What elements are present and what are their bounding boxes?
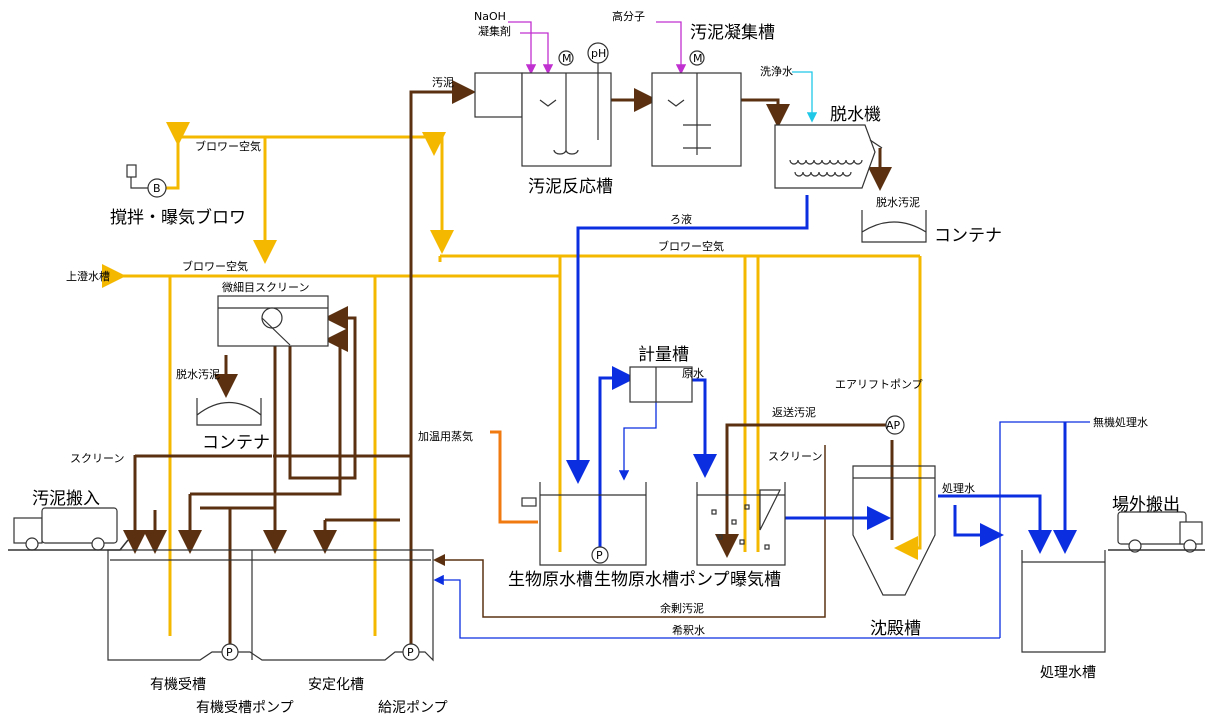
label-fine-screen: 微細目スクリーン bbox=[222, 280, 309, 294]
label-raw-water: 原水 bbox=[682, 367, 704, 380]
label-aeration-tank: 曝気槽 bbox=[730, 570, 781, 590]
bio-raw-tank bbox=[521, 482, 647, 566]
label-offsite-delivery: 場外搬出 bbox=[1112, 495, 1180, 515]
label-dewatered-sludge-top: 脱水汚泥 bbox=[876, 195, 920, 209]
label-sludge-in: 汚泥 bbox=[432, 76, 454, 89]
label-motor-2: M bbox=[693, 52, 703, 65]
sludge-reaction-tank bbox=[474, 42, 612, 167]
steam-line bbox=[490, 430, 538, 524]
label-blower-mark: B bbox=[153, 182, 161, 195]
label-pump-bio: P bbox=[596, 549, 603, 562]
label-sludge-feed-pump: 給泥ポンプ bbox=[378, 700, 448, 716]
blower bbox=[126, 164, 167, 198]
truck-left bbox=[13, 507, 118, 551]
label-blower-air-1: ブロワー空気 bbox=[195, 139, 261, 153]
water-lines bbox=[433, 195, 1090, 639]
label-metering-tank: 計量槽 bbox=[638, 345, 689, 365]
metering-tank bbox=[629, 366, 693, 403]
label-dewatered-sludge-mid: 脱水汚泥 bbox=[176, 367, 220, 381]
aeration-tank bbox=[696, 482, 786, 566]
label-sludge-delivery-in: 汚泥搬入 bbox=[32, 489, 100, 509]
label-container-top: コンテナ bbox=[934, 226, 1002, 246]
label-excess-sludge: 余剰汚泥 bbox=[660, 601, 704, 615]
label-filtrate: ろ液 bbox=[670, 212, 692, 226]
sedimentation-tank bbox=[852, 415, 936, 596]
label-ph: pH bbox=[591, 47, 606, 60]
label-pump-feed: P bbox=[407, 646, 414, 659]
label-treated-water-tank: 処理水槽 bbox=[1040, 665, 1096, 681]
label-wash-water: 洗浄水 bbox=[760, 64, 793, 78]
label-sludge-coag-tank: 汚泥凝集槽 bbox=[690, 23, 775, 43]
dewatering-machine bbox=[774, 124, 883, 189]
container-mid-shape bbox=[196, 398, 262, 426]
label-pump-organic: P bbox=[226, 646, 233, 659]
label-bio-raw-tank: 生物原水槽 bbox=[508, 570, 593, 590]
sludge-coagulation-tank bbox=[651, 50, 742, 167]
chemical-lines bbox=[508, 21, 818, 123]
sludge-lines bbox=[123, 80, 894, 660]
label-sludge-reaction-tank: 汚泥反応槽 bbox=[528, 177, 613, 197]
label-stabilization-tank: 安定化槽 bbox=[308, 677, 364, 693]
label-treated-water: 処理水 bbox=[942, 482, 975, 495]
label-dewatering-machine: 脱水機 bbox=[830, 105, 881, 125]
label-container-mid: コンテナ bbox=[202, 433, 270, 453]
label-organic-receiving-pump: 有機受槽ポンプ bbox=[196, 700, 294, 716]
container-top-shape bbox=[861, 210, 927, 243]
label-screen-left: スクリーン bbox=[70, 452, 124, 465]
label-airlift-pump: エアリフトポンプ bbox=[835, 378, 923, 391]
truck-right bbox=[1117, 511, 1203, 553]
label-heating-steam: 加温用蒸気 bbox=[418, 429, 473, 443]
label-screen-right: スクリーン bbox=[768, 450, 822, 463]
fine-screen bbox=[217, 295, 329, 347]
label-blower: 撹拌・曝気ブロワ bbox=[110, 207, 246, 228]
label-blower-air-2: ブロワー空気 bbox=[658, 239, 724, 253]
label-motor-1: M bbox=[562, 52, 572, 65]
label-coagulant: 凝集剤 bbox=[478, 24, 511, 38]
label-supernatant-tank: 上澄水槽 bbox=[66, 269, 110, 283]
label-polymer: 高分子 bbox=[612, 9, 645, 23]
underground-tanks bbox=[107, 549, 434, 662]
label-blower-air-3: ブロワー空気 bbox=[182, 259, 248, 273]
label-sedimentation-tank: 沈殿槽 bbox=[870, 619, 921, 639]
label-organic-receiving-tank: 有機受槽 bbox=[150, 677, 206, 693]
label-airlift-mark: AP bbox=[886, 419, 901, 432]
label-return-sludge: 返送汚泥 bbox=[772, 405, 816, 419]
label-dilution-water: 希釈水 bbox=[672, 623, 705, 637]
treated-water-tank bbox=[1021, 550, 1106, 653]
label-bio-raw-pump: 生物原水槽ポンプ bbox=[594, 570, 730, 590]
label-inorganic-treated-water: 無機処理水 bbox=[1093, 415, 1148, 429]
label-naoh: NaOH bbox=[474, 10, 506, 23]
